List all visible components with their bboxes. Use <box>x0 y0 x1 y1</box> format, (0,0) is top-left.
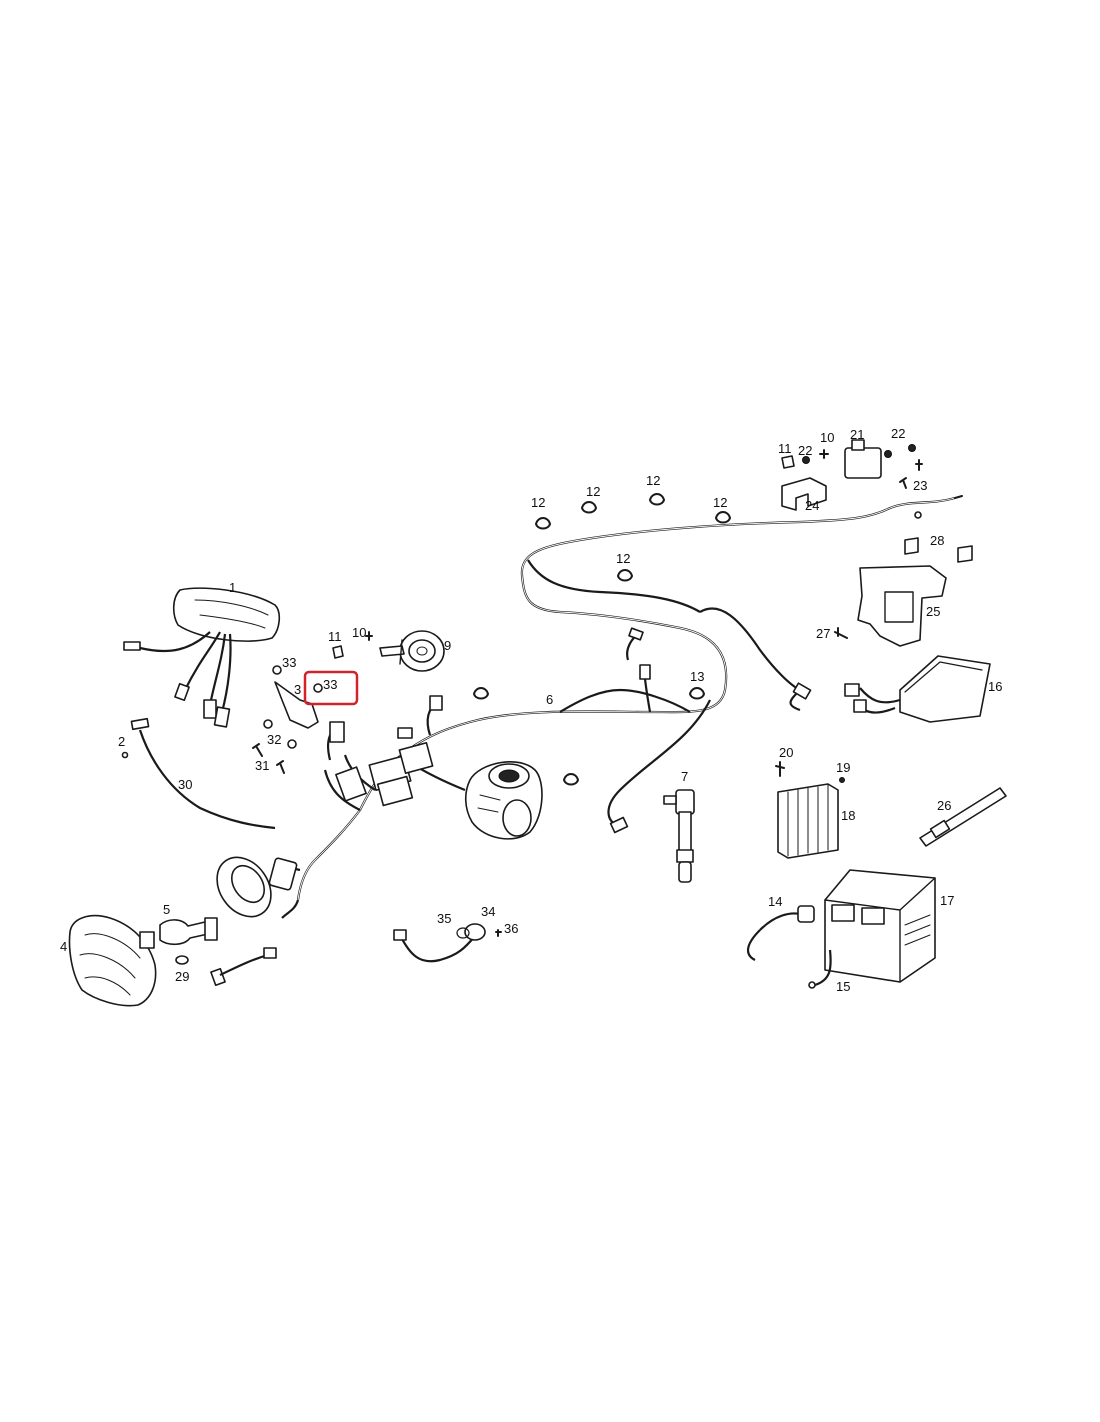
battery-strap <box>919 787 1007 847</box>
callout-11-horn: 11 <box>328 629 342 644</box>
callout-30: 30 <box>178 777 192 792</box>
highlight-box <box>303 670 359 706</box>
callout-12-a: 12 <box>531 495 545 510</box>
callout-12-c: 12 <box>646 473 660 488</box>
cdi-unit <box>844 655 991 723</box>
callout-10-horn: 10 <box>352 625 366 640</box>
callout-4: 4 <box>60 939 67 954</box>
speed-sensor <box>393 923 502 963</box>
instrument-cluster <box>123 587 281 728</box>
callout-27: 27 <box>816 626 830 641</box>
callout-35: 35 <box>437 911 451 926</box>
callout-17: 17 <box>940 893 954 908</box>
callout-9: 9 <box>444 638 451 653</box>
callout-29: 29 <box>175 969 189 984</box>
callout-36: 36 <box>504 921 518 936</box>
callout-labels: 1 2 3 4 5 6 7 9 10 10 11 11 12 12 12 12 … <box>60 426 1002 994</box>
callout-12-b: 12 <box>586 484 600 499</box>
battery <box>747 869 936 989</box>
callout-12-e: 12 <box>616 551 630 566</box>
callout-20: 20 <box>779 745 793 760</box>
callout-24: 24 <box>805 498 819 513</box>
callout-25: 25 <box>926 604 940 619</box>
callout-3: 3 <box>294 682 301 697</box>
callout-31: 31 <box>255 758 269 773</box>
headlight-assembly <box>68 856 277 1007</box>
callout-18: 18 <box>841 808 855 823</box>
ignition-coil <box>663 789 695 883</box>
starter-relay <box>781 439 923 511</box>
harness-clips <box>473 493 731 786</box>
mounting-bracket <box>252 631 373 774</box>
callout-6: 6 <box>546 692 553 707</box>
callout-12-d: 12 <box>713 495 727 510</box>
horn <box>379 630 445 672</box>
callout-23: 23 <box>913 478 927 493</box>
callout-22-a: 22 <box>798 443 812 458</box>
callout-13: 13 <box>690 669 704 684</box>
regulator-rectifier <box>775 761 845 859</box>
callout-34: 34 <box>481 904 495 919</box>
callout-15: 15 <box>836 979 850 994</box>
callout-7: 7 <box>681 769 688 784</box>
callout-26: 26 <box>937 798 951 813</box>
callout-10-relay: 10 <box>820 430 834 445</box>
callout-5: 5 <box>163 902 170 917</box>
callout-32: 32 <box>267 732 281 747</box>
callout-16: 16 <box>988 679 1002 694</box>
callout-19: 19 <box>836 760 850 775</box>
callout-21: 21 <box>850 427 864 442</box>
callout-28: 28 <box>930 533 944 548</box>
callout-2: 2 <box>118 734 125 749</box>
cable-assembly <box>121 717 276 830</box>
main-wiring-harness <box>268 495 963 919</box>
callout-14: 14 <box>768 894 782 909</box>
handlebar-switch <box>464 761 543 840</box>
callout-11-relay: 11 <box>778 441 792 456</box>
callout-33-left: 33 <box>282 655 296 670</box>
callout-33-highlighted: 33 <box>323 677 337 692</box>
callout-22-b: 22 <box>891 426 905 441</box>
callout-1: 1 <box>229 580 236 595</box>
cdi-bracket <box>834 537 973 647</box>
